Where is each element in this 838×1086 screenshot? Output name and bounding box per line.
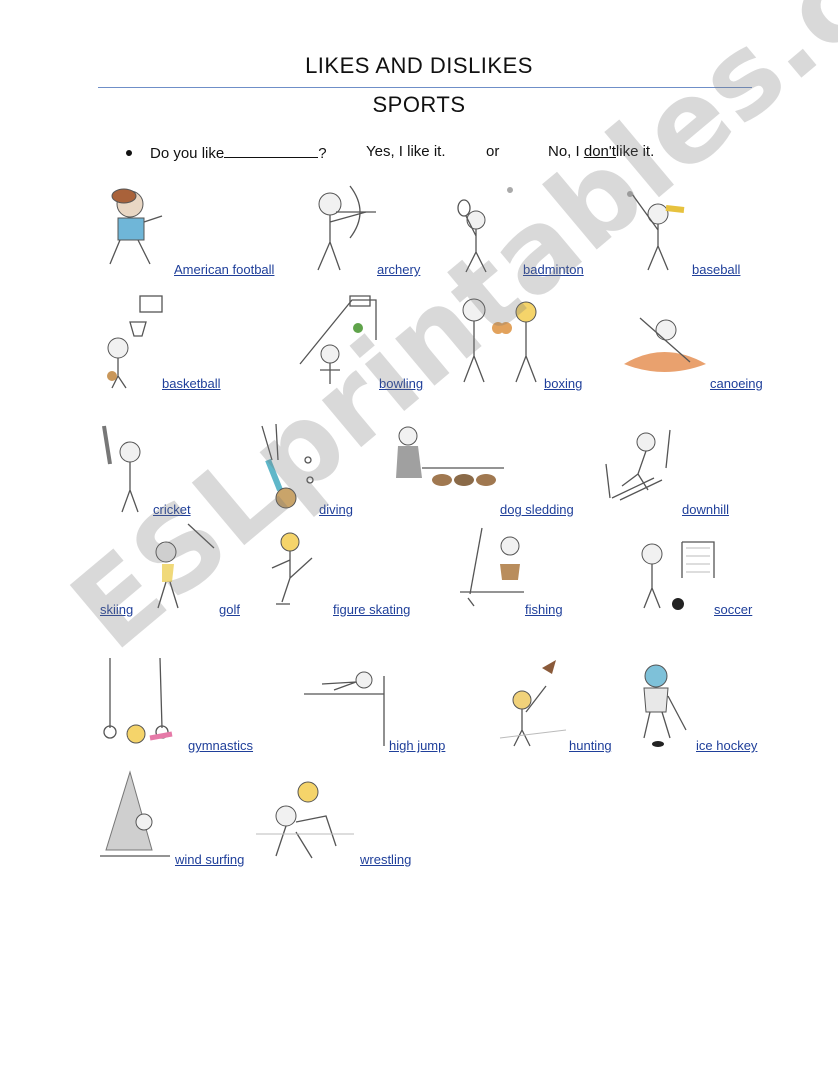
sport-label[interactable]: downhill: [682, 502, 729, 517]
sport-label[interactable]: cricket: [153, 502, 191, 517]
question-end: ?: [318, 145, 327, 162]
question-prompt: Do you like?: [150, 143, 327, 162]
bullet-icon: [126, 150, 132, 156]
sport-label[interactable]: gymnastics: [188, 738, 254, 753]
american-football-player-icon: [109, 188, 163, 265]
sport-label[interactable]: wrestling: [360, 852, 412, 867]
page-subtitle: SPORTS: [372, 92, 466, 117]
no-end: like it.: [615, 143, 655, 160]
gymnastics-icon: [103, 657, 173, 744]
figure-skating-icon: [271, 532, 313, 605]
dog-sledding-icon: [396, 426, 504, 486]
sport-label[interactable]: diving: [319, 502, 353, 517]
title-divider: [98, 87, 752, 88]
ice-hockey-icon: [643, 664, 687, 747]
hunting-icon: [499, 660, 567, 747]
wind-surfing-icon: [100, 770, 170, 857]
or-text: or: [486, 143, 500, 160]
cricket-icon: [102, 425, 141, 513]
sport-label[interactable]: American football: [174, 262, 275, 277]
boxing-icon: [462, 298, 537, 383]
canoeing-icon: [624, 317, 706, 372]
sport-label[interactable]: figure skating: [333, 602, 411, 617]
no-start: No, I: [548, 143, 580, 160]
golf-icon: [155, 523, 215, 609]
bowling-icon: [299, 295, 377, 384]
sport-label[interactable]: soccer: [714, 602, 753, 617]
sport-label[interactable]: dog sledding: [500, 502, 574, 517]
sport-label[interactable]: basketball: [162, 376, 221, 391]
dont-word: don't: [583, 143, 616, 160]
diving-icon: [261, 423, 314, 509]
sport-label[interactable]: canoeing: [710, 376, 763, 391]
sport-label[interactable]: skiing: [100, 602, 134, 617]
sport-label[interactable]: hunting: [569, 738, 612, 753]
fishing-icon: [460, 527, 524, 607]
answer-blank[interactable]: [224, 143, 319, 158]
wrestling-icon: [256, 781, 354, 859]
badminton-icon: [457, 187, 513, 273]
basketball-icon: [107, 295, 163, 389]
high-jump-icon: [304, 671, 385, 746]
page-title: LIKES AND DISLIKES: [305, 53, 533, 78]
no-answer: No, I don'tlike it.: [548, 143, 654, 160]
downhill-ski-icon: [605, 429, 671, 501]
sport-label[interactable]: badminton: [523, 262, 584, 277]
sport-label[interactable]: golf: [219, 602, 240, 617]
archery-icon: [317, 185, 376, 271]
sport-label[interactable]: wind surfing: [175, 852, 245, 867]
sport-label[interactable]: high jump: [389, 738, 446, 753]
sport-label[interactable]: bowling: [379, 376, 424, 391]
yes-answer: Yes, I like it.: [366, 143, 446, 160]
sport-label[interactable]: ice hockey: [696, 738, 758, 753]
question-start: Do you like: [150, 145, 225, 162]
sport-label[interactable]: archery: [377, 262, 421, 277]
sport-label[interactable]: fishing: [525, 602, 563, 617]
baseball-icon: [627, 191, 685, 271]
sport-label[interactable]: baseball: [692, 262, 741, 277]
sport-label[interactable]: boxing: [544, 376, 583, 391]
soccer-icon: [641, 541, 715, 610]
